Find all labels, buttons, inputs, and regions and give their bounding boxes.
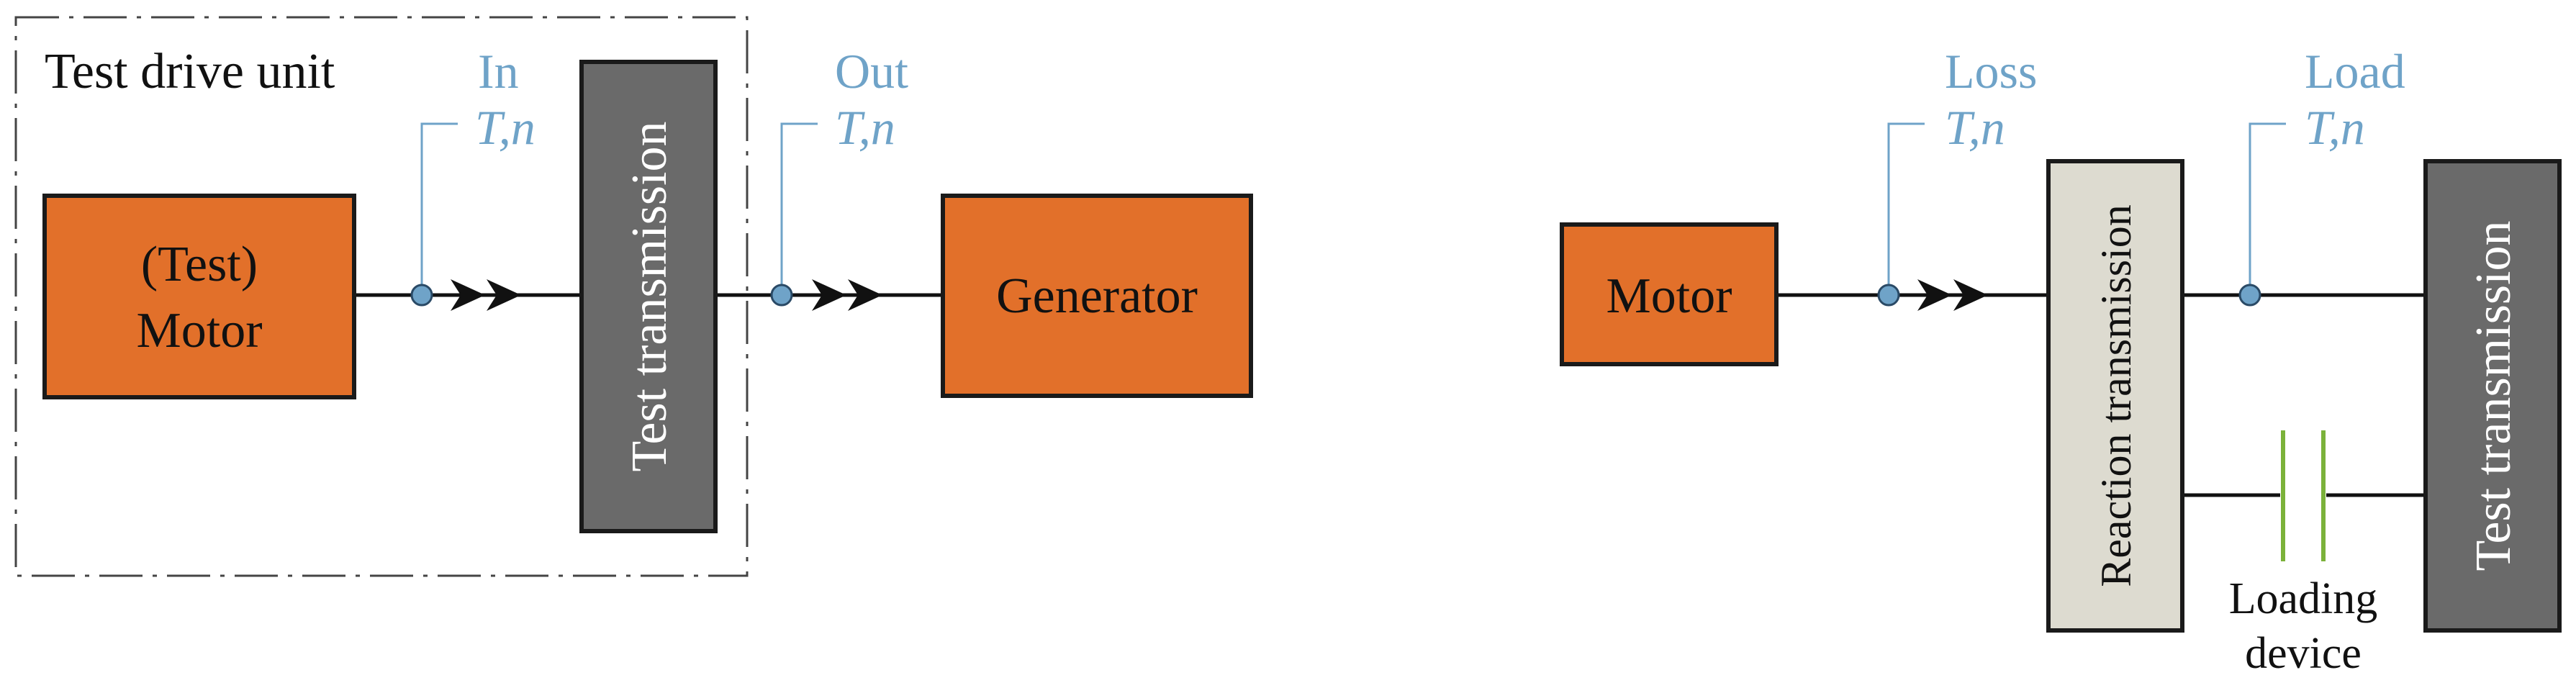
test-drive-unit-border (14, 16, 749, 577)
sensor-in: In T,n (410, 44, 535, 307)
sensor-out-leader (780, 122, 818, 295)
sensor-load: Load T,n (2238, 44, 2405, 307)
sensor-loss-dot (1877, 284, 1900, 307)
sensor-load-dot (2238, 284, 2261, 307)
left-test-transmission-label: Test transmission (622, 121, 677, 471)
test-motor-label-line2: Motor (137, 303, 263, 358)
sensor-out-name: Out (835, 44, 908, 99)
sensor-load-vars: T,n (2305, 100, 2365, 155)
left-test-transmission-box (579, 60, 718, 533)
right-test-transmission-block: Test transmission (2423, 159, 2562, 633)
reaction-transmission-box (2046, 159, 2184, 633)
shaft-arrow-icon (848, 279, 882, 311)
loading-device-label-line2: device (2245, 629, 2362, 678)
sensor-loss-leader (1887, 122, 1925, 295)
generator-block: Generator (941, 194, 1253, 398)
shaft-arrow-icon (1953, 279, 1988, 311)
loading-device-label-line1: Loading (2229, 574, 2378, 623)
right-motor-box (1560, 222, 1779, 366)
sensor-in-dot (410, 284, 433, 307)
test-motor-box (42, 194, 356, 399)
sensor-load-leader (2249, 122, 2286, 295)
test-motor-block: (Test) Motor (42, 194, 356, 399)
sensor-in-vars: T,n (475, 100, 535, 155)
loading-device: Loading device (2229, 430, 2378, 678)
reaction-transmission-label: Reaction transmission (2092, 204, 2140, 587)
sensor-in-name: In (478, 44, 519, 99)
sensor-load-name: Load (2305, 44, 2405, 99)
reaction-transmission-block: Reaction transmission (2046, 159, 2184, 633)
right-motor-label: Motor (1606, 268, 1732, 324)
generator-label: Generator (996, 268, 1198, 324)
test-motor-label-line1: (Test) (141, 237, 258, 292)
test-drive-unit-label: Test drive unit (45, 44, 335, 99)
generator-box (941, 194, 1253, 398)
shaft-arrow-icon (1917, 279, 1952, 311)
shaft-arrow-icon (451, 279, 485, 311)
sensor-loss-name: Loss (1945, 44, 2037, 99)
sensor-loss-vars: T,n (1945, 100, 2005, 155)
sensor-out-vars: T,n (835, 100, 895, 155)
left-test-transmission-block: Test transmission (579, 60, 718, 533)
sensor-in-leader (420, 122, 458, 295)
sensor-loss: Loss T,n (1877, 44, 2037, 307)
right-test-transmission-box (2423, 159, 2562, 633)
sensor-out: Out T,n (770, 44, 908, 307)
sensor-out-dot (770, 284, 793, 307)
shaft-arrow-icon (487, 279, 521, 311)
shaft-arrow-icon (812, 279, 846, 311)
right-test-transmission-label: Test transmission (2466, 220, 2521, 571)
right-motor-block: Motor (1560, 222, 1779, 366)
